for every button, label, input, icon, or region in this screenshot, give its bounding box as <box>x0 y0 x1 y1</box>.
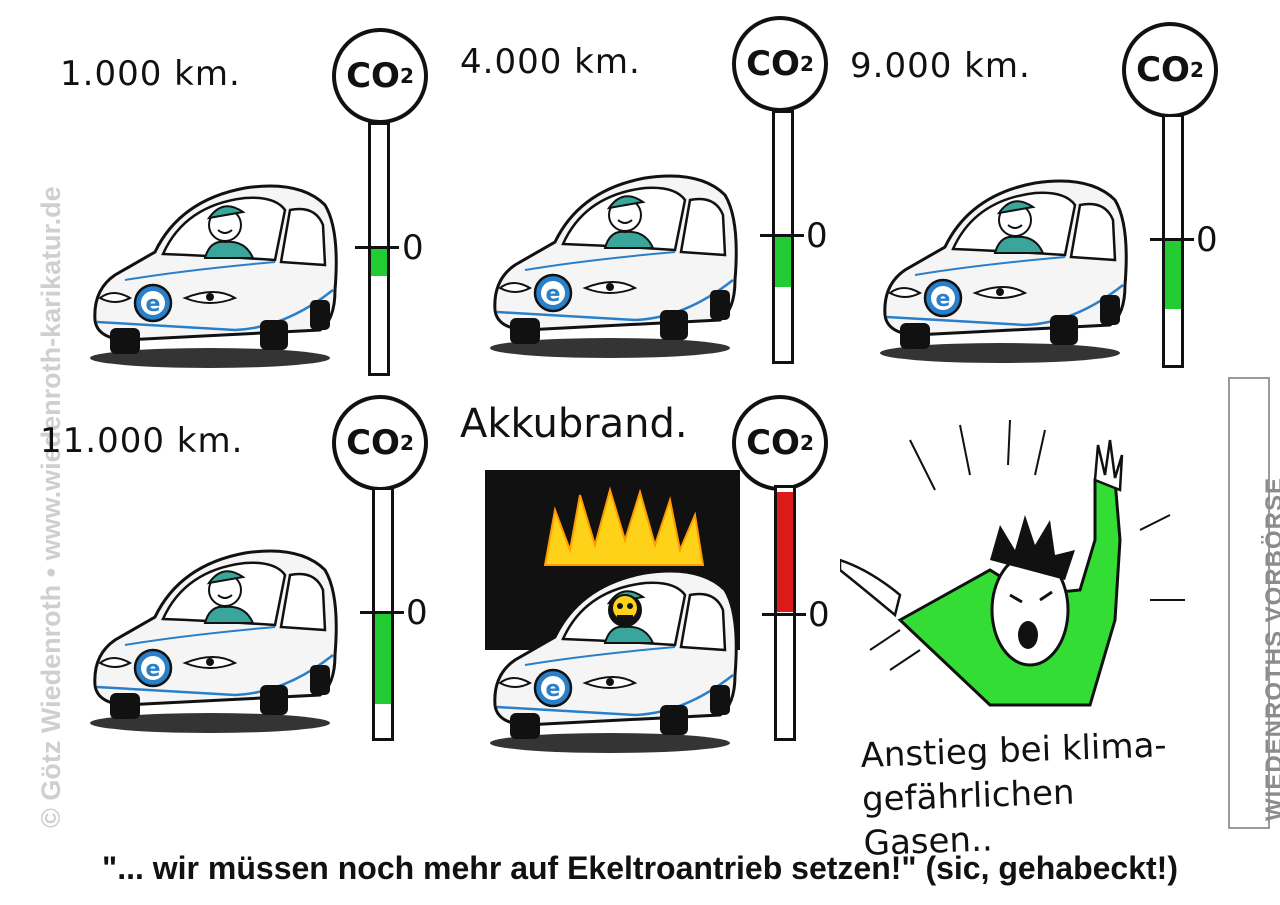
zero-label: 0 <box>402 228 424 268</box>
co2-sign-text: CO <box>346 423 400 463</box>
co2-sign-text: CO <box>746 44 800 84</box>
akkubrand-label: Akkubrand. <box>460 401 688 447</box>
km-label: 9.000 km. <box>850 46 1031 86</box>
vorboerse-logo-text: WIEDENROTHS VORBÖRSE <box>1261 476 1280 821</box>
km-label: 11.000 km. <box>40 421 244 461</box>
zero-tick <box>355 246 399 249</box>
co2-sign-text: CO <box>1136 50 1190 90</box>
electric-car <box>488 174 738 360</box>
zero-label: 0 <box>806 216 828 256</box>
copyright-watermark: © Götz Wiedenroth • www.wiedenroth-karik… <box>6 18 66 828</box>
co2-gauge <box>372 487 394 741</box>
gauge-fill <box>775 237 791 287</box>
gauge-fill <box>1165 241 1181 309</box>
burning-car <box>485 470 740 755</box>
co2-gauge <box>1162 114 1184 368</box>
gauge-fill <box>371 249 387 276</box>
zero-tick <box>760 234 804 237</box>
gauge-fill <box>375 614 391 704</box>
co2-sign-sub: 2 <box>799 431 814 455</box>
km-label: 4.000 km. <box>460 42 641 82</box>
zero-tick <box>1150 238 1194 241</box>
co2-sign-text: CO <box>346 56 400 96</box>
gauge-fill <box>777 492 793 612</box>
co2-sign-sub: 2 <box>1189 58 1204 82</box>
shout-text: Anstieg bei klima- gefährlichen Gasen.. <box>860 722 1204 866</box>
vorboerse-logo: WIEDENROTHS VORBÖRSE <box>1228 377 1280 829</box>
co2-sign-sub: 2 <box>399 431 414 455</box>
co2-gauge <box>772 110 794 364</box>
caption: "... wir müssen noch mehr auf Ekeltroant… <box>102 850 1178 886</box>
co2-gauge <box>368 122 390 376</box>
zero-label: 0 <box>808 595 830 635</box>
electric-car <box>878 179 1128 365</box>
km-label: 1.000 km. <box>60 54 241 94</box>
electric-car <box>88 184 338 370</box>
co2-sign-sub: 2 <box>399 64 414 88</box>
zero-label: 0 <box>406 593 428 633</box>
zero-tick <box>762 613 806 616</box>
zero-tick <box>360 611 404 614</box>
co2-sign-sub: 2 <box>799 52 814 76</box>
zero-label: 0 <box>1196 220 1218 260</box>
co2-sign-text: CO <box>746 423 800 463</box>
shouting-man <box>840 420 1185 707</box>
electric-car <box>88 549 338 735</box>
